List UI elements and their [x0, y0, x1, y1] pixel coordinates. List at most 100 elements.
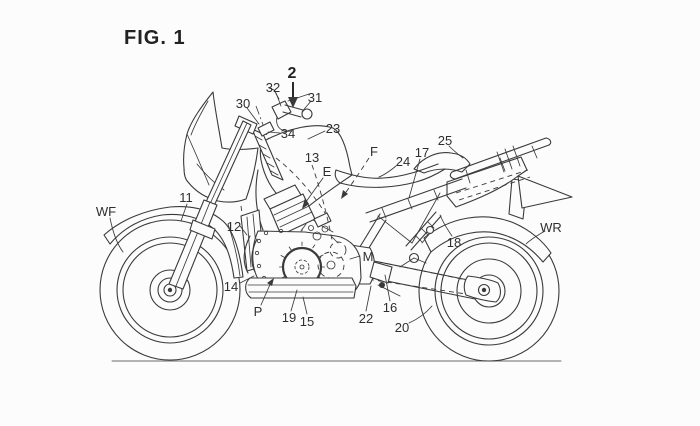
front-fork: [168, 115, 284, 290]
line-art-path: [357, 213, 381, 251]
line-art-path: [369, 187, 467, 223]
ref-label-30: 30: [236, 96, 250, 111]
bar-riser: [257, 121, 275, 137]
line-art-path: [122, 242, 218, 338]
line-art-path: [157, 277, 183, 303]
handlebar: [257, 87, 313, 137]
line-art-path: [299, 264, 305, 270]
line-art-path: [308, 225, 314, 231]
ref-label-17: 17: [415, 145, 429, 160]
grip: [284, 104, 304, 111]
ref-label-14: 14: [224, 279, 238, 294]
line-art-path: [294, 259, 310, 275]
ref-label-M: M: [363, 249, 374, 264]
line-art-path: [312, 231, 322, 241]
line-art-path: [149, 269, 191, 311]
line-art-path: [239, 275, 255, 284]
arrowhead-E: [302, 198, 309, 209]
ref-label-23: 23: [326, 121, 340, 136]
steering-stem: [251, 128, 284, 181]
line-art-path: [343, 157, 370, 196]
arrow-2: [288, 82, 298, 108]
line-art-path: [408, 305, 433, 324]
line-art-path: [278, 228, 284, 234]
rider-seat: [334, 163, 446, 188]
line-art-path: [175, 201, 211, 287]
ref-label-25: 25: [438, 133, 452, 148]
line-art-path: [288, 97, 298, 108]
line-art-path: [378, 165, 397, 178]
hand-guard: [276, 116, 292, 132]
ref-label-31: 31: [308, 90, 322, 105]
rear-carrier-rack: [449, 137, 552, 184]
ref-label-34: 34: [281, 126, 295, 141]
line-art-path: [254, 135, 263, 141]
line-art-path: [319, 254, 324, 257]
line-art-path: [454, 144, 550, 180]
line-art-path: [313, 212, 332, 228]
line-art-path: [103, 205, 244, 279]
line-art-path: [276, 205, 310, 222]
leader-lines: [109, 82, 546, 324]
line-art-path: [458, 176, 531, 201]
line-art-path: [254, 250, 260, 256]
line-art-path: [439, 214, 453, 237]
line-art-path: [273, 199, 307, 216]
throttle-body-cluster: [300, 212, 339, 244]
line-art-path: [258, 144, 267, 150]
under-cowl: [245, 277, 357, 299]
line-art-path: [481, 287, 487, 293]
line-art-path: [427, 221, 435, 229]
line-art-path: [331, 236, 339, 244]
line-art-path: [109, 217, 124, 253]
rear-fender-point: [517, 175, 573, 209]
line-art-path: [381, 207, 387, 219]
line-art-path: [349, 255, 361, 260]
line-art-path: [455, 169, 529, 194]
line-art-path: [451, 137, 547, 173]
line-art-path: [405, 211, 437, 247]
line-art-path: [335, 163, 439, 179]
line-art-path: [116, 236, 224, 344]
line-art-path: [365, 178, 463, 214]
ref-label-15: 15: [300, 314, 314, 329]
line-art-path: [301, 100, 312, 113]
line-art-path: [407, 198, 413, 210]
line-art-path: [302, 296, 308, 315]
exhaust-downpipe: [243, 235, 251, 274]
passenger-peg-mount: [425, 225, 435, 235]
line-art-path: [256, 263, 262, 269]
line-art-path: [99, 219, 241, 361]
ref-label-F: F: [370, 144, 378, 159]
line-art-path: [326, 260, 336, 270]
line-art-path: [413, 257, 427, 264]
line-art-path: [300, 223, 307, 232]
tail-cowl: [446, 156, 528, 208]
line-art-path: [266, 162, 275, 168]
line-art-path: [256, 238, 262, 244]
line-art-path: [267, 131, 281, 134]
figure-title: FIG. 1: [124, 27, 186, 49]
bar-end: [301, 108, 313, 120]
line-art-path: [415, 235, 423, 243]
front-wheel: [99, 219, 241, 361]
ref-label-22: 22: [359, 311, 373, 326]
fender-clamp-band: [189, 219, 216, 240]
brake-pedal: [377, 284, 401, 297]
line-art-path: [448, 145, 464, 159]
line-art-path: [288, 246, 292, 251]
line-art-path: [246, 216, 252, 268]
ref-label-32: 32: [266, 80, 280, 95]
line-art-path: [363, 258, 479, 283]
line-art-path: [312, 244, 316, 249]
ref-label-19: 19: [282, 310, 296, 325]
line-art-path: [251, 238, 258, 273]
ref-label-12: 12: [227, 219, 241, 234]
line-art-path: [186, 133, 210, 186]
line-art-path: [290, 289, 298, 312]
gear-hidden-2: [329, 241, 347, 259]
line-art-path: [465, 169, 471, 184]
ref-label-WR: WR: [540, 220, 562, 235]
line-art-path: [399, 257, 415, 268]
